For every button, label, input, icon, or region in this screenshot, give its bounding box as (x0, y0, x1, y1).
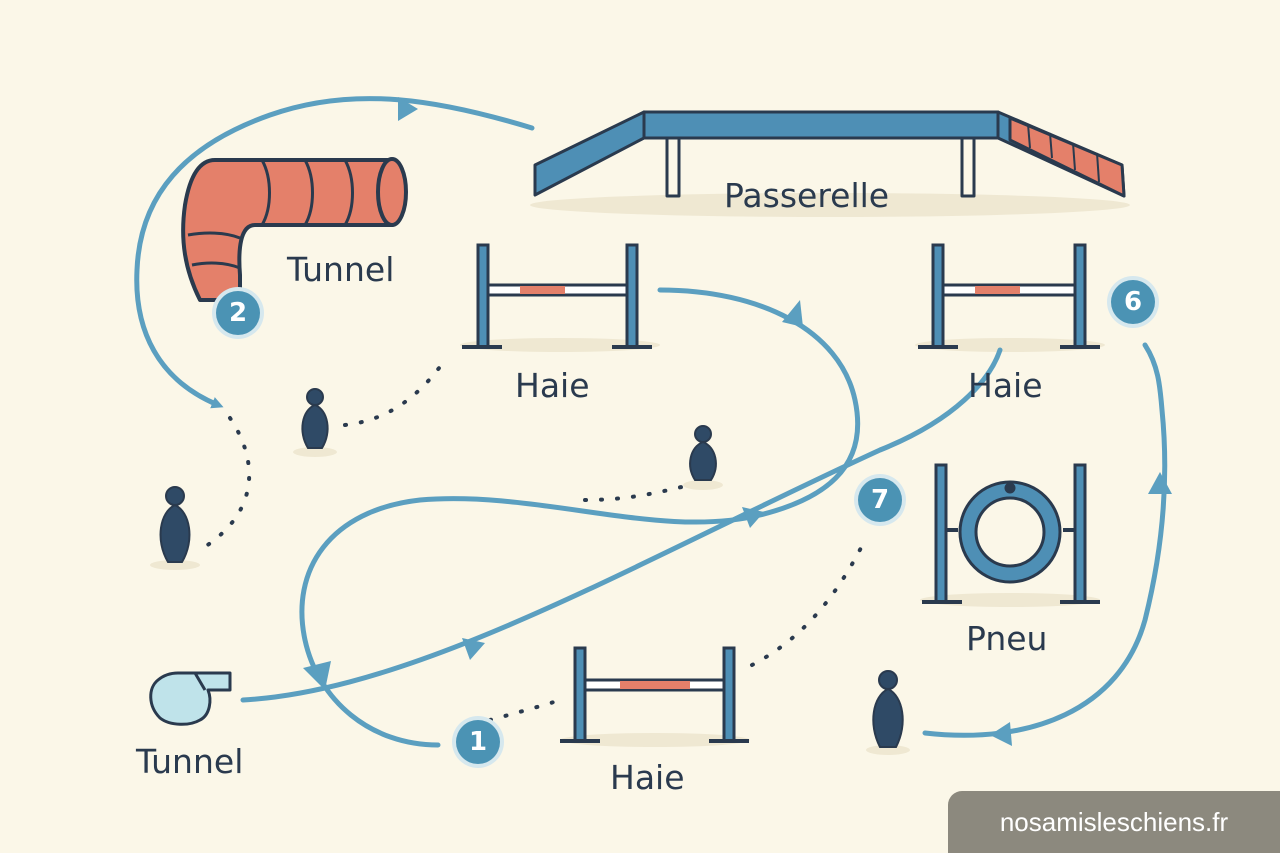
label-passerelle: Passerelle (724, 176, 890, 215)
direction-arrows (303, 97, 1172, 746)
arrow-diagonal-upper (742, 507, 764, 528)
hurdle-left-icon (462, 243, 652, 349)
arrow-right-bottom (990, 722, 1012, 746)
cone-icon (301, 388, 329, 449)
path-whistle-diagonal (240, 347, 1003, 703)
step-badge-6: 6 (1111, 280, 1155, 324)
label-haie-left: Haie (515, 366, 590, 405)
label-haie-right: Haie (968, 366, 1043, 405)
cones (159, 388, 904, 748)
handler-dotted-paths (198, 358, 867, 722)
label-tunnel-whistle: Tunnel (136, 742, 244, 781)
label-pneu: Pneu (966, 619, 1048, 658)
path-left-loop (134, 96, 535, 409)
arrow-haie-return (782, 300, 803, 327)
course-path (134, 96, 1168, 748)
whistle-icon (149, 671, 232, 726)
passerelle-icon (533, 110, 1126, 198)
watermark-site: nosamisleschiens.fr (948, 791, 1280, 853)
tire-jump-icon (922, 463, 1100, 604)
path-right-loop (922, 342, 1168, 738)
label-haie-bottom: Haie (610, 758, 685, 797)
cone-icon (689, 425, 717, 481)
cone-icon (872, 670, 904, 748)
hurdle-bottom-icon (560, 646, 749, 743)
arrow-bottom-left (303, 661, 331, 690)
hurdle-right-icon (918, 243, 1100, 349)
step-badge-2: 2 (216, 291, 260, 335)
label-tunnel-curved: Tunnel (287, 250, 395, 289)
path-s-curve (299, 287, 861, 748)
step-badge-7: 7 (858, 478, 902, 522)
cone-icon (159, 486, 191, 563)
ground-shadows (150, 193, 1130, 755)
curved-tunnel-icon (181, 157, 408, 302)
step-badge-1: 1 (456, 720, 500, 764)
arrow-diagonal-lower (462, 638, 485, 660)
arrow-top (398, 97, 418, 121)
arrow-right-up (1148, 472, 1172, 494)
